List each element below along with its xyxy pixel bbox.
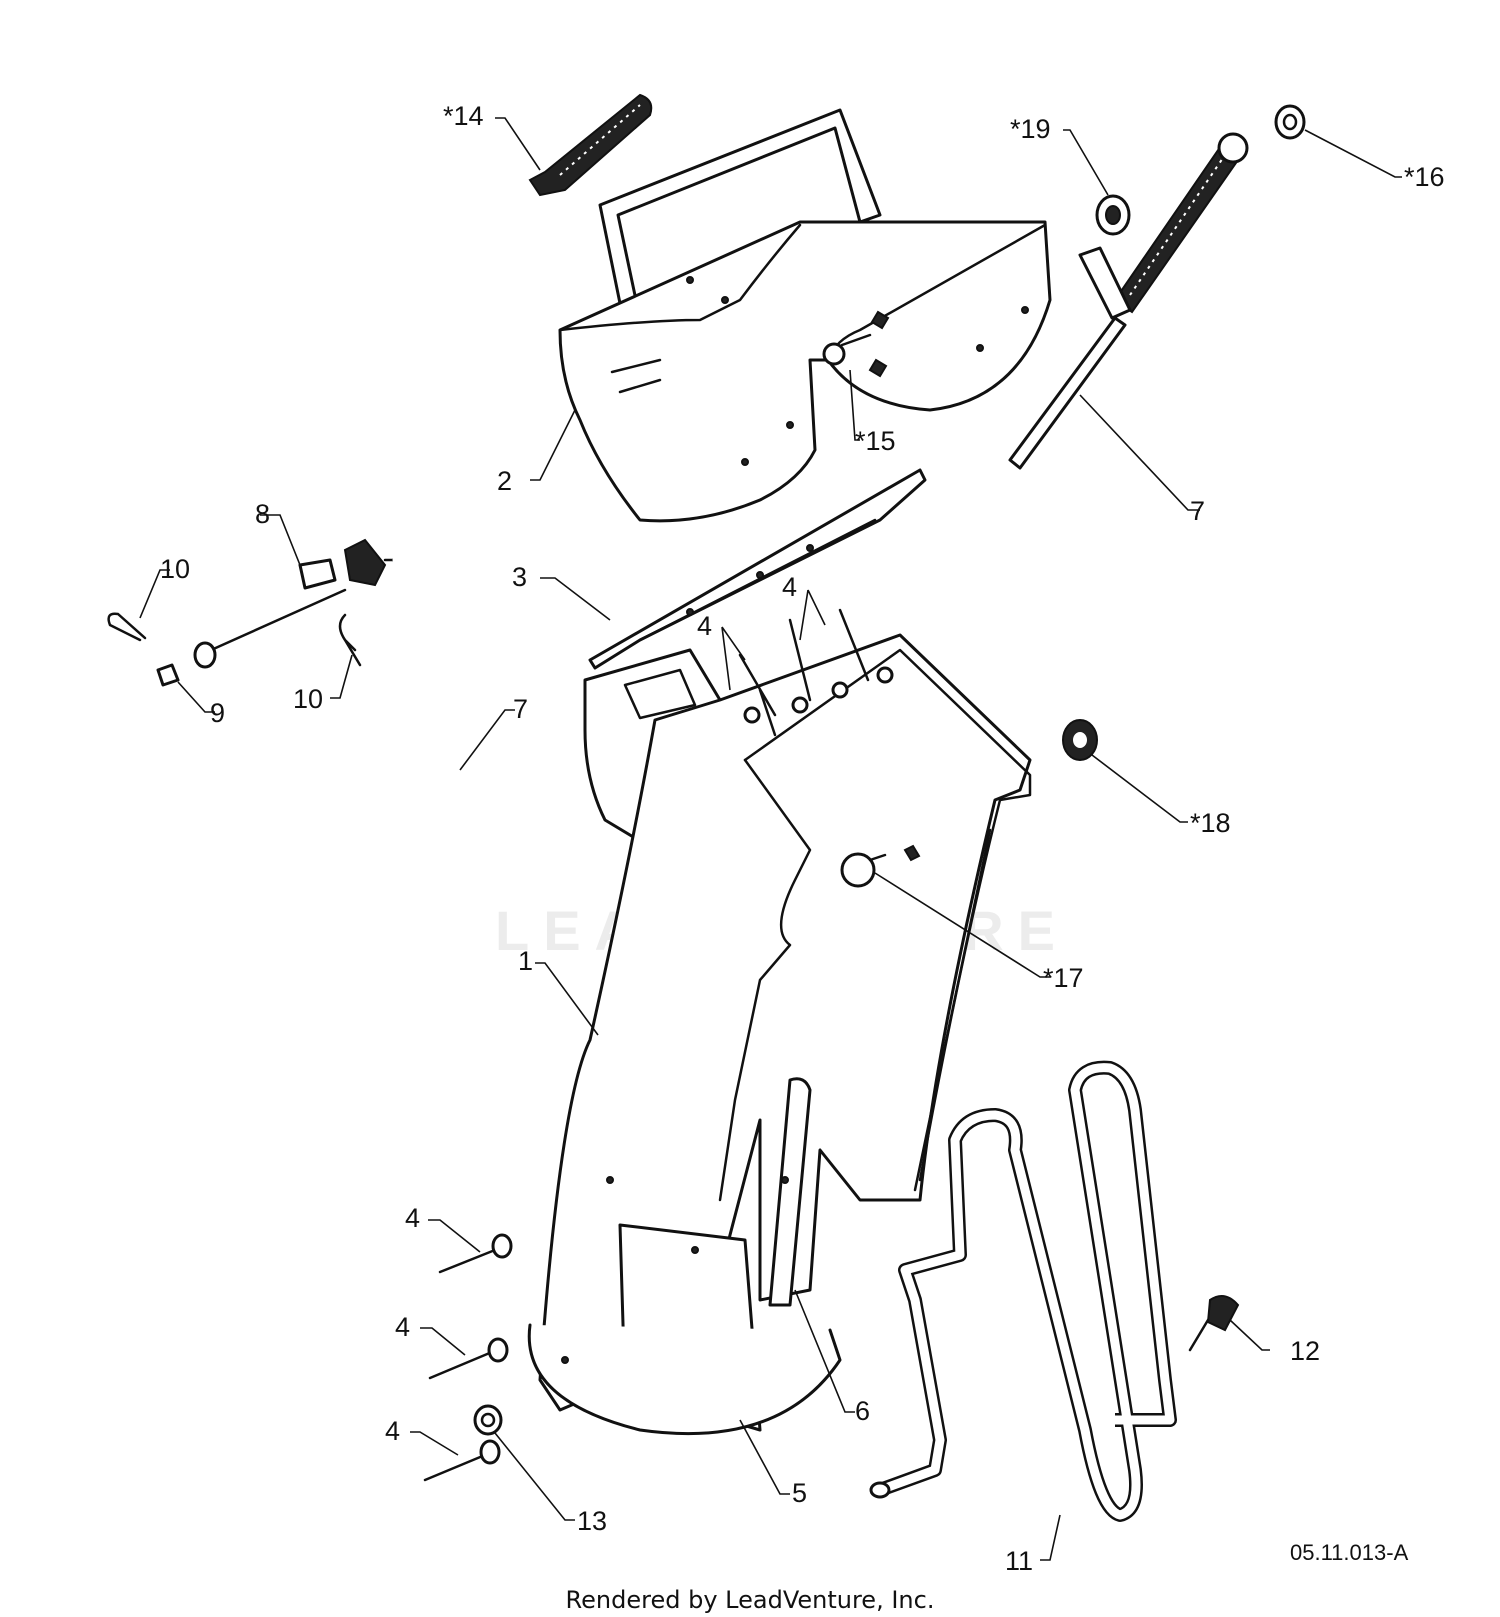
callout-4-b: 4	[395, 1312, 410, 1342]
part-chute-1	[527, 633, 1032, 1436]
part-knob-12	[1188, 1295, 1240, 1352]
callout-2: 2	[497, 466, 512, 496]
callout-14: *14	[443, 101, 484, 131]
callout-labels: *14 *19 *16 *15 2 7 8 10 3 4 4 10 9 7 *1…	[160, 101, 1445, 1576]
part-rivets-bottom	[423, 1233, 513, 1482]
callout-10-bottom: 10	[293, 684, 323, 714]
part-spring-14	[528, 93, 653, 197]
callout-18: *18	[1190, 808, 1231, 838]
part-washer-16	[1274, 104, 1306, 140]
part-bar-3	[588, 468, 927, 670]
callout-7-right: 7	[1190, 496, 1205, 526]
part-deflector-hood	[558, 108, 1052, 523]
callout-6: 6	[855, 1396, 870, 1426]
callout-17: *17	[1043, 963, 1084, 993]
part-nut-18	[1062, 719, 1098, 761]
callout-4-top-left: 4	[697, 611, 712, 641]
callout-19: *19	[1010, 114, 1051, 144]
callout-4-c: 4	[385, 1416, 400, 1446]
callout-5: 5	[792, 1478, 807, 1508]
part-crank-11	[869, 1060, 1177, 1522]
part-nut-19	[1095, 194, 1131, 236]
callout-10-top: 10	[160, 554, 190, 584]
footer-credit: Rendered by LeadVenture, Inc.	[565, 1586, 935, 1614]
callout-8: 8	[255, 499, 270, 529]
callout-7-left: 7	[513, 694, 528, 724]
callout-3: 3	[512, 562, 527, 592]
callout-4-top-right: 4	[782, 572, 797, 602]
callout-13: 13	[577, 1506, 607, 1536]
drawing-reference: 05.11.013-A	[1290, 1540, 1409, 1565]
callout-11: 11	[1005, 1546, 1033, 1576]
callout-4-a: 4	[405, 1203, 420, 1233]
part-nut-13	[473, 1404, 503, 1436]
callout-15: *15	[855, 426, 896, 456]
callout-16: *16	[1404, 162, 1445, 192]
leader-lines	[139, 117, 1402, 1561]
part-rivets-top	[738, 608, 894, 737]
callout-12: 12	[1290, 1336, 1320, 1366]
part-cable-assembly	[107, 538, 488, 868]
part-rod-7-right	[1008, 132, 1249, 470]
callout-1: 1	[518, 946, 533, 976]
callout-9: 9	[210, 698, 225, 728]
